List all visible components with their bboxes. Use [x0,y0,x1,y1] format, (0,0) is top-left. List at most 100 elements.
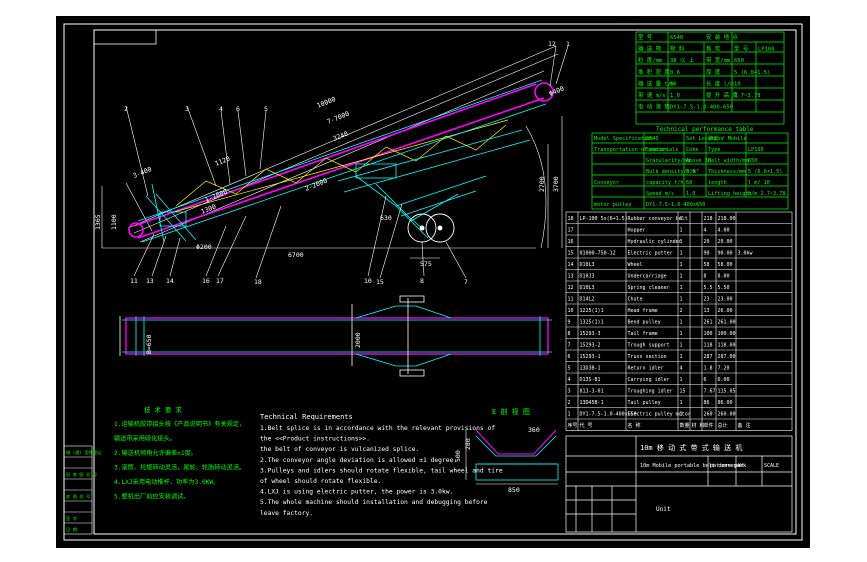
bom-cell: 287 [704,354,713,360]
tech-req-line: leave factory. [260,510,313,517]
perf-table-cell: l m/ 10 [748,180,770,186]
bom-header-cell: 代 号 [580,422,593,429]
dim-plan-650: B=650 [145,334,153,354]
callout-2: 2 [124,105,128,113]
wheel-right [425,213,455,243]
dim-2700: 2700 [538,176,546,192]
bom-cell: 6 [704,377,707,383]
bom-cell: 15 [680,389,686,395]
cn-table-cell: 1.0 [670,93,680,99]
bom-cell: Undercarriage [628,274,667,280]
bom-cell: 1 [680,251,683,257]
dim-360: 360 [528,426,540,434]
bom-cell: 9 [568,320,571,326]
bom-cell: 813-3-01 [580,389,604,395]
bom-cell: 2 [568,400,571,406]
performance-table: Technical performance table Model Specif… [591,126,789,210]
bom-cell: LP-100 5x(6+1.5) [580,216,628,222]
cn-table-cell: 安 装 地 点 [706,33,738,41]
bom-cell: Wheel [628,262,643,268]
callout-6: 6 [236,105,240,113]
bom-cell: Spring cleaner [628,285,670,291]
title-weight: Wt. [738,463,747,469]
perf-table-cell: length [708,180,727,186]
bom-cell: Electric pulley motor [628,412,691,418]
tech-req-title: Technical Requirements [260,413,353,421]
bom-cell: 115.05 [718,389,736,395]
tech-req-line: the belt of conveyor is vulcanized splic… [260,446,419,453]
perf-table-cell: Type [708,147,721,153]
dim-1100: 1100 [110,214,118,230]
cn-table-cell: 电 动 滚 筒 [638,103,670,111]
wheels [407,213,455,243]
bom-cell: Truss section [628,354,667,360]
bom-cell: 1 [680,320,683,326]
cn-table-cell: 38 以 上 [670,56,695,64]
bom-cell: 13D45B-1 [580,400,604,406]
bom-cell: 260.00 [718,412,736,418]
bom-cell: 1 [680,354,683,360]
callout-17: 17 [216,277,224,285]
bom-cell: 10 [568,308,574,314]
perf-title: Technical performance table [656,126,754,133]
dim-1120: 1120 [214,155,232,168]
bom-cell: Trough support [628,343,670,349]
bom-cell: 11 [568,297,574,303]
perf-table-cell: Set Location [686,136,723,142]
section-label: E 剖 视 图 [492,407,530,416]
callout-16: 16 [202,277,210,285]
bom-cell: 2 [680,308,683,314]
cn-table-cell: LP100 [758,47,775,53]
bom-cell: 1 [568,412,571,418]
bom-cell: 1.8 [704,366,713,372]
bom-cell: 58.00 [718,262,733,268]
perf-table-cell: Conveyor [594,180,619,186]
bom-cell: 3 [568,389,571,395]
tech-req-line: 2.The conveyor angle deviation is allowe… [260,457,457,464]
bom-cell: 5 [568,366,571,372]
callout-1: 1 [566,40,570,48]
callout-4: 4 [219,105,223,113]
bom-cell: 20.00 [718,239,733,245]
perf-table-cell: h/m 2.7~3.78 [748,191,785,197]
bom-cell: 1 [680,285,683,291]
title-block: 10m 移 动 式 带 式 输 送 机 10m Mobile portable … [565,435,793,533]
section-e-view: E 剖 视 图 850 500 280 360 [454,407,559,494]
bom-cell: Hopper [628,228,646,234]
cn-table-cell: 带 速 m/s [638,92,666,99]
dim-7000: 7-7000 [326,110,351,126]
cn-table-cell: 带 宽/mm [706,56,731,64]
bom-cell: 13 [704,308,710,314]
cn-req-line: 5.整机出厂前应安装调试。 [114,493,190,501]
cn-table-cell: 厚 度 [706,68,721,76]
bom-cell: 118.00 [718,343,736,349]
bom-cell: 218 [704,216,713,222]
bom-cell: Return idler [628,366,664,372]
perf-table-cell: 650 [748,158,757,164]
cn-req-line: 4.LXJ采用电动推杆，功率为3.0KW。 [114,478,219,486]
bom-cell: 12 [568,285,574,291]
bom-cell: 90 [704,251,710,257]
tech-req-line: of wheel should rotate flexible. [260,478,381,485]
elevation-view: 10000 7-7000 3240 3-400 1120 1-1000 2-20… [94,40,570,286]
bom-cell: 18 [568,216,574,222]
perf-table-cell: Species [646,147,668,153]
bom-cell: 1 [680,343,683,349]
perf-table-cell: Coke [686,147,699,153]
callout-3: 3 [185,105,189,113]
dim-phi200: Φ200 [196,243,212,251]
perf-table-cell: 5 (6.0+1.5) [748,169,782,175]
bom-header-cell: 总计 [718,422,728,429]
bom-cell: 261 [704,320,713,326]
cn-table-cell: 粒 度/mm [638,56,663,64]
side-block-text: 日 期 [66,527,77,533]
bom-cell: 1 [680,262,683,268]
dim-6700: 6700 [288,251,304,259]
bom-cell: 1 [680,377,683,383]
cn-table-cell: 0.6 [670,70,680,76]
perf-table-cell: Bulk density/t/m³ [646,169,699,175]
drawing-sheet: 10000 7-7000 3240 3-400 1120 1-1000 2-20… [56,16,810,548]
bom-frame [565,211,793,431]
